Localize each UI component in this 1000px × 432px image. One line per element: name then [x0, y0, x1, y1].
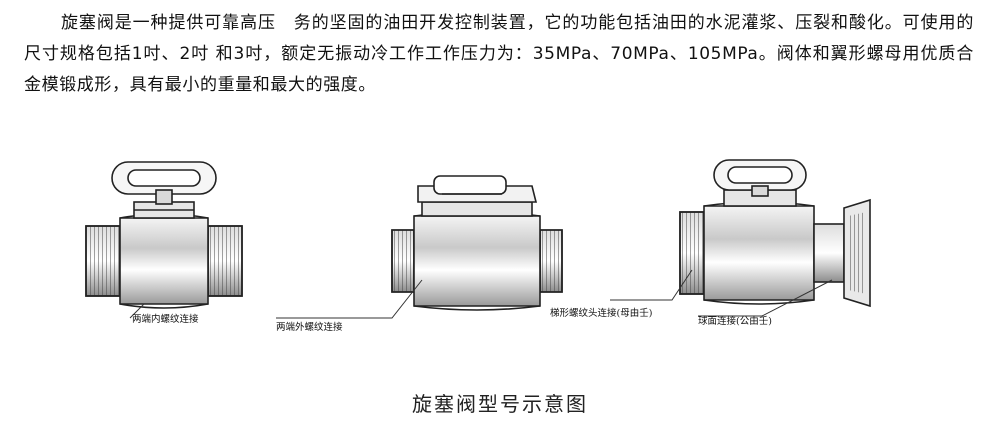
valve-2-drawing: [391, 175, 563, 311]
valve-3-drawing: [679, 159, 871, 308]
label-valve-2: 两端外螺纹连接: [276, 321, 343, 333]
figure-caption: 旋塞阀型号示意图: [412, 392, 588, 416]
label-valve-3-male-union: 球面连接(公由壬): [698, 315, 772, 327]
description-paragraph: 旋塞阀是一种提供可靠高压 务的坚固的油田开发控制装置，它的功能包括油田的水泥灌浆…: [24, 13, 974, 95]
valve-1-drawing: [85, 161, 243, 309]
label-valve-3-female-union: 梯形螺纹头连接(母由壬): [550, 307, 652, 319]
valve-diagram: 两端内螺纹连接 两端外螺纹连接 梯形螺纹头连接(母由壬) 球面连接(公由壬): [85, 159, 871, 333]
label-valve-1: 两端内螺纹连接: [132, 313, 199, 325]
valve-figure: 两端内螺纹连接 两端外螺纹连接 梯形螺纹头连接(母由壬) 球面连接(公由壬): [62, 150, 912, 340]
